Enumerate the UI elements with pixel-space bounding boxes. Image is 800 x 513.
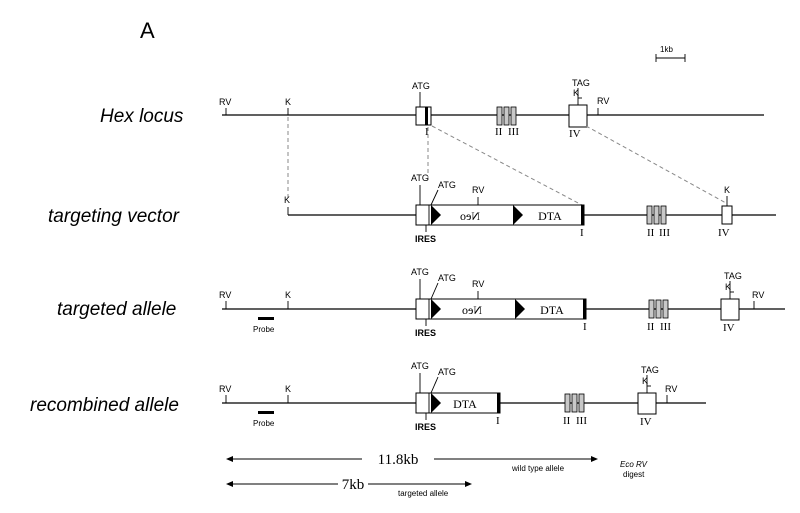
svg-text:II: II: [647, 227, 655, 239]
svg-text:IRES: IRES: [415, 422, 436, 432]
panel-label: A: [140, 18, 155, 43]
ires-label: IRES: [415, 234, 436, 244]
row-label-targeting-vector: targeting vector: [48, 206, 180, 227]
row-label-targeted-allele: targeted allele: [57, 299, 176, 320]
site-atg: ATG: [412, 81, 430, 91]
wild-type-fragment: 11.8kb wild type allele: [226, 452, 598, 473]
svg-text:I: I: [583, 321, 587, 333]
wt-size-label: 11.8kb: [378, 452, 419, 468]
svg-text:IRES: IRES: [415, 328, 436, 338]
svg-text:K: K: [284, 195, 290, 205]
svg-text:K: K: [725, 282, 731, 292]
svg-text:ATG: ATG: [411, 267, 429, 277]
homology-arms: [287, 117, 727, 206]
svg-text:III: III: [576, 415, 587, 427]
svg-text:III: III: [659, 227, 670, 239]
svg-text:K: K: [285, 290, 291, 300]
svg-text:III: III: [660, 321, 671, 333]
svg-text:RV: RV: [472, 185, 484, 195]
recombined-allele-map: RV K Probe DTA ATG ATG IRES I II III TAG…: [219, 361, 706, 432]
wt-allele-label: wild type allele: [511, 464, 565, 473]
svg-text:ATG: ATG: [438, 367, 456, 377]
targeted-allele-map: RV K Probe Neo DTA ATG ATG RV IRES I II …: [219, 267, 785, 338]
exon-label-iii: III: [508, 126, 519, 138]
svg-text:RV: RV: [665, 384, 677, 394]
exon-i: [415, 106, 432, 126]
svg-text:DTA: DTA: [540, 303, 564, 317]
svg-text:II: II: [647, 321, 655, 333]
tg-allele-label: targeted allele: [398, 489, 449, 498]
svg-text:ATG: ATG: [411, 361, 429, 371]
svg-text:TAG: TAG: [641, 365, 659, 375]
svg-text:TAG: TAG: [724, 271, 742, 281]
svg-text:Probe: Probe: [253, 419, 275, 428]
svg-text:K: K: [285, 384, 291, 394]
svg-text:RV: RV: [472, 279, 484, 289]
dta-label: DTA: [538, 209, 562, 223]
digest-enzyme: Eco RV: [620, 460, 648, 469]
site-rv: RV: [219, 97, 231, 107]
svg-text:ATG: ATG: [411, 173, 429, 183]
scale-bar-label: 1kb: [660, 45, 673, 54]
targeted-fragment: 7kb targeted allele: [226, 477, 472, 498]
svg-text:II: II: [563, 415, 571, 427]
svg-text:RV: RV: [219, 290, 231, 300]
svg-text:Neo: Neo: [462, 303, 482, 317]
svg-text:RV: RV: [597, 96, 609, 106]
svg-text:K: K: [642, 376, 648, 386]
svg-text:IV: IV: [723, 322, 735, 334]
svg-text:I: I: [496, 415, 500, 427]
exon-iv: [568, 104, 588, 128]
svg-text:K: K: [724, 185, 730, 195]
exon-label-ii: II: [495, 126, 503, 138]
row-label-hex-locus: Hex locus: [100, 106, 184, 127]
svg-text:DTA: DTA: [453, 397, 477, 411]
scale-bar: 1kb: [655, 45, 686, 62]
svg-text:I: I: [580, 227, 584, 239]
exon-label-iv: IV: [569, 128, 581, 140]
neo-label: Neo: [460, 209, 480, 223]
svg-text:RV: RV: [219, 384, 231, 394]
targeting-vector-map: K Neo DTA ATG ATG RV IRES I II III K IV: [284, 173, 776, 244]
hex-locus-map: RV K ATG I II III TAG K IV RV: [219, 78, 764, 140]
svg-text:K: K: [573, 88, 579, 98]
site-tag: TAG: [572, 78, 590, 88]
digest-note: Eco RV digest: [620, 460, 648, 479]
digest-word: digest: [623, 470, 645, 479]
svg-text:IV: IV: [718, 227, 730, 239]
probe-label: Probe: [253, 325, 275, 334]
row-label-recombined-allele: recombined allele: [30, 395, 179, 416]
svg-text:ATG: ATG: [438, 273, 456, 283]
svg-text:RV: RV: [752, 290, 764, 300]
exon-label-i: I: [425, 126, 429, 138]
svg-text:IV: IV: [640, 416, 652, 428]
probe-bar: [258, 317, 274, 320]
tg-size-label: 7kb: [342, 477, 365, 493]
svg-text:ATG: ATG: [438, 180, 456, 190]
site-k: K: [285, 97, 291, 107]
